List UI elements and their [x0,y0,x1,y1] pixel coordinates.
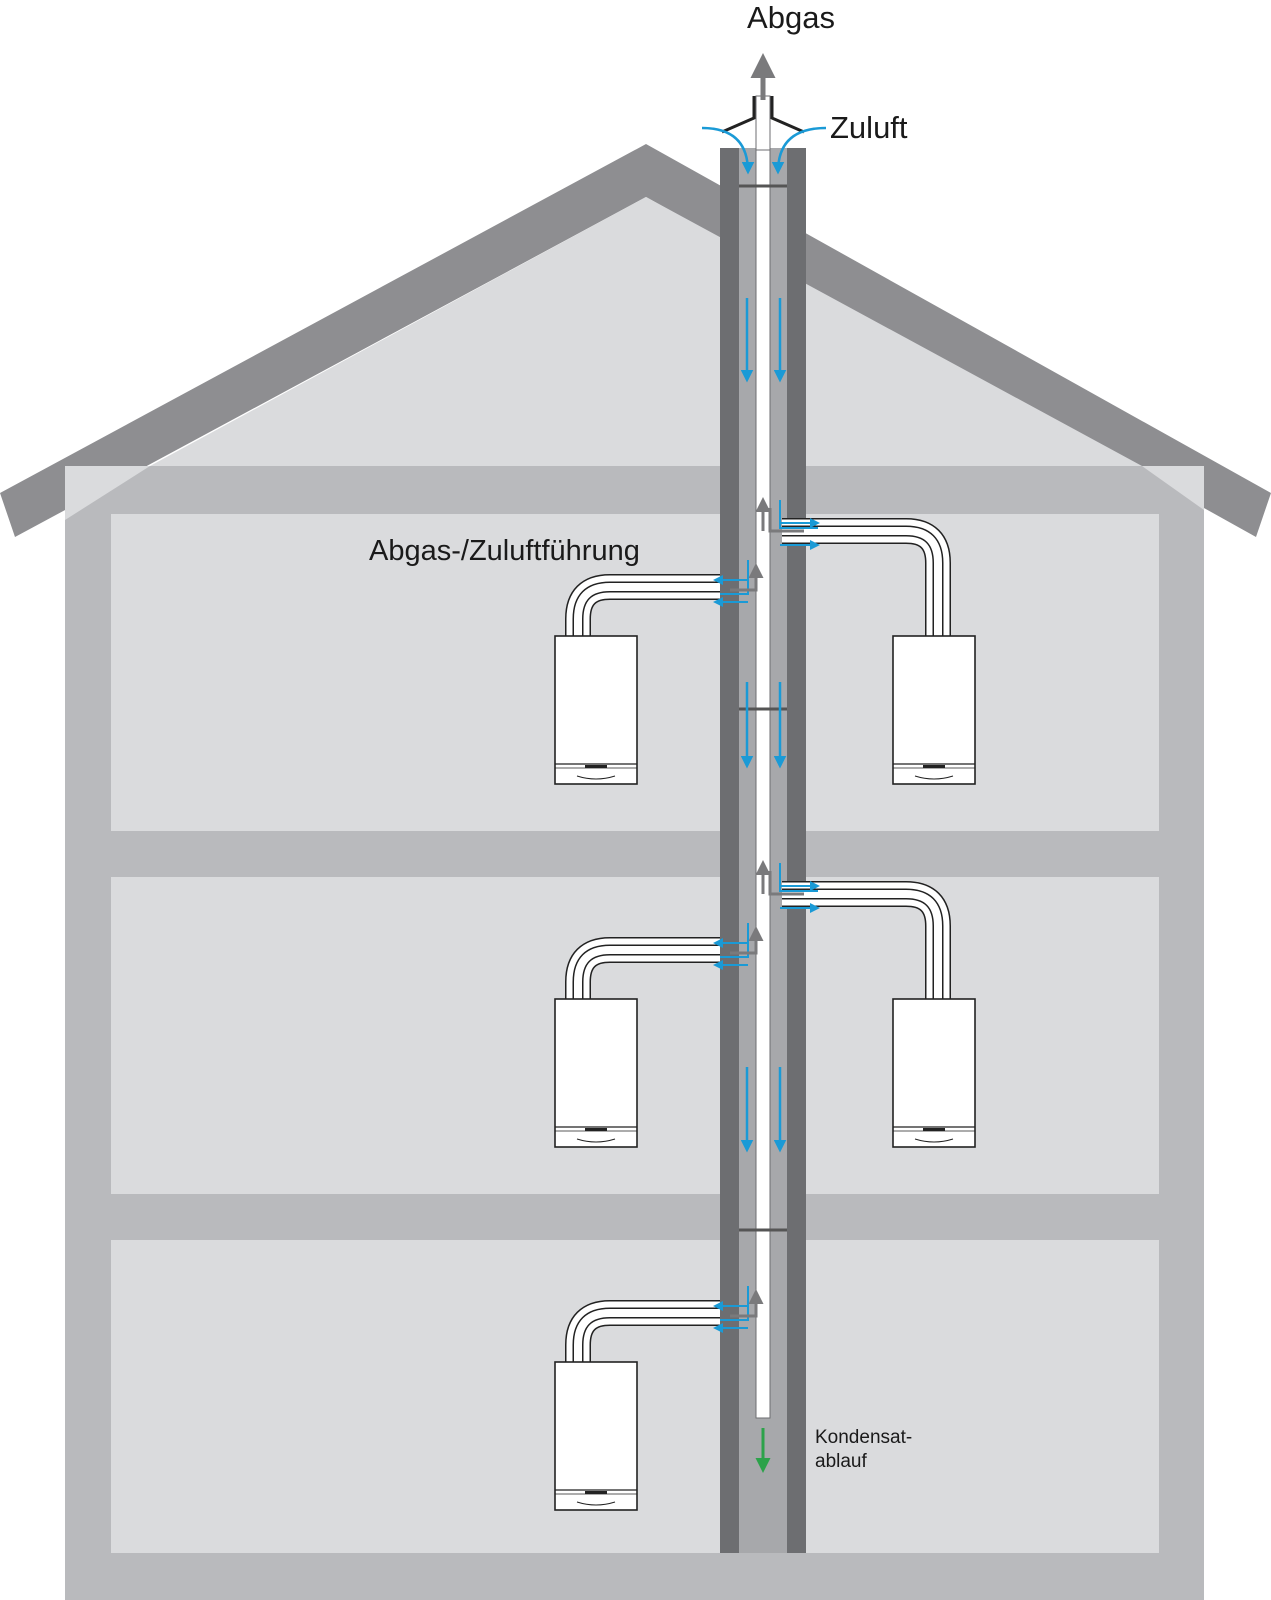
label-abgas: Abgas [747,0,835,35]
air-intake-arrow-right [771,126,827,175]
attic [65,197,1204,520]
boiler-top-left [554,635,638,785]
inner-flue-pipe [755,147,771,1419]
label-zuluft: Zuluft [830,110,908,145]
flue-connection-bottom-left [578,1286,764,1362]
flue-connection-middle-right [755,860,951,999]
boiler-bottom-left [554,1361,638,1511]
boiler-middle-left [554,998,638,1148]
chimney-cap [721,95,805,151]
air-intake-arrow-left [701,126,755,175]
flue-connection-top-right [755,497,951,636]
flue-connection-top-left [578,560,764,636]
air-flow-arrows [740,298,787,1153]
label-kondensat-line1: Kondensat- [815,1427,912,1448]
boiler-top-right [892,635,976,785]
boiler-middle-right [892,998,976,1148]
label-abgas-zuluftfuehrung: Abgas-/Zuluftführung [369,535,640,567]
flue-connection-middle-left [578,923,764,999]
label-kondensat-line2: ablauf [815,1451,867,1472]
